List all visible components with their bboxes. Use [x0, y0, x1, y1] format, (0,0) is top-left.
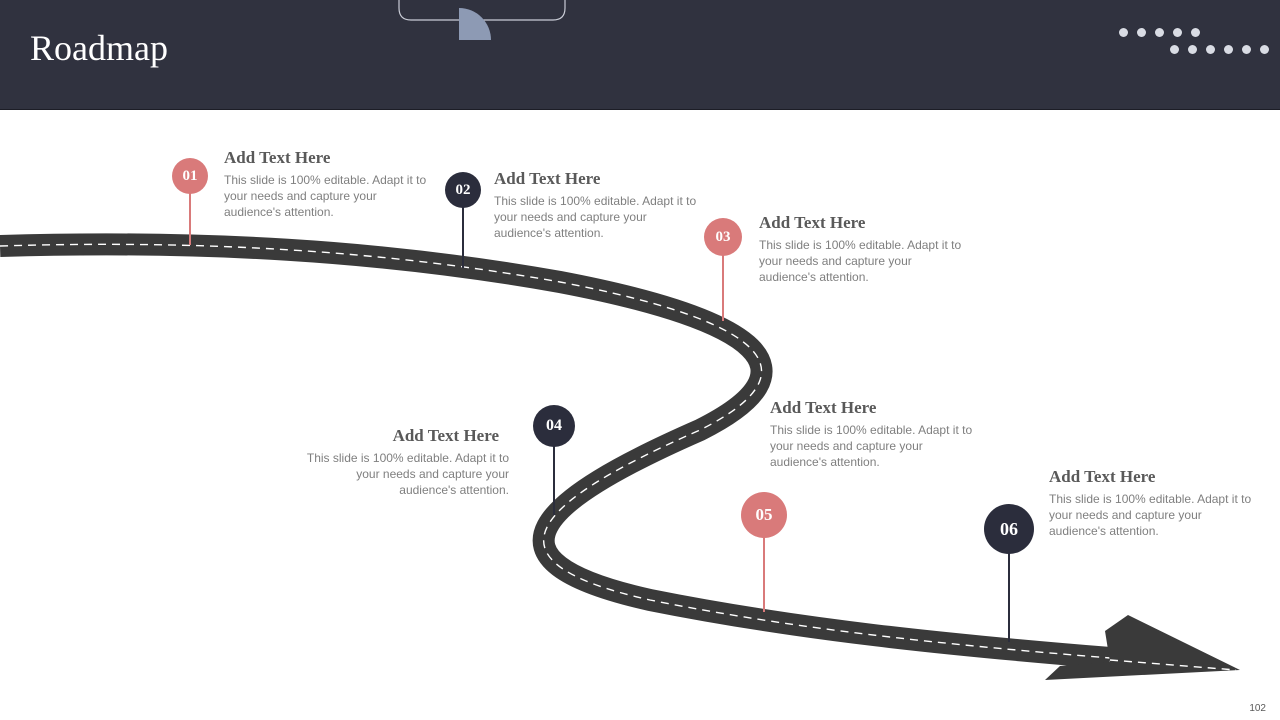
item-description: This slide is 100% editable. Adapt it to… — [306, 451, 509, 497]
marker-06: 06 — [984, 504, 1034, 554]
item-title: Add Text Here — [759, 213, 866, 232]
item-title: Add Text Here — [392, 426, 499, 445]
road-arrowhead — [1045, 615, 1240, 680]
roadmap-item-05: Add Text Here This slide is 100% editabl… — [770, 398, 975, 470]
item-description: This slide is 100% editable. Adapt it to… — [770, 423, 973, 469]
header-bar: Roadmap — [0, 0, 1280, 110]
roadmap-item-06: Add Text Here This slide is 100% editabl… — [1049, 467, 1254, 539]
marker-05: 05 — [741, 492, 787, 538]
stem-02 — [462, 206, 464, 268]
marker-02: 02 — [445, 172, 481, 208]
marker-01: 01 — [172, 158, 208, 194]
roadmap-item-01: Add Text Here This slide is 100% editabl… — [224, 148, 429, 220]
item-description: This slide is 100% editable. Adapt it to… — [224, 173, 427, 219]
stem-01 — [189, 191, 191, 245]
marker-03: 03 — [704, 218, 742, 256]
item-description: This slide is 100% editable. Adapt it to… — [494, 194, 697, 240]
dots-row-top — [1119, 28, 1200, 37]
item-description: This slide is 100% editable. Adapt it to… — [759, 238, 962, 284]
dots-row-bottom — [1170, 45, 1269, 54]
item-title: Add Text Here — [224, 148, 331, 167]
page-number: 102 — [1249, 703, 1266, 714]
marker-04: 04 — [533, 405, 575, 447]
roadmap-item-02: Add Text Here This slide is 100% editabl… — [494, 169, 699, 241]
item-description: This slide is 100% editable. Adapt it to… — [1049, 492, 1252, 538]
stem-03 — [722, 254, 724, 321]
roadmap-item-04: Add Text Here This slide is 100% editabl… — [296, 426, 509, 498]
item-title: Add Text Here — [1049, 467, 1156, 486]
stem-04 — [553, 444, 555, 515]
item-title: Add Text Here — [770, 398, 877, 417]
item-title: Add Text Here — [494, 169, 601, 188]
stem-06 — [1008, 552, 1010, 642]
roadmap-item-03: Add Text Here This slide is 100% editabl… — [759, 213, 964, 285]
header-decoration — [398, 0, 566, 40]
page-title: Roadmap — [30, 28, 168, 68]
stem-05 — [763, 532, 765, 612]
